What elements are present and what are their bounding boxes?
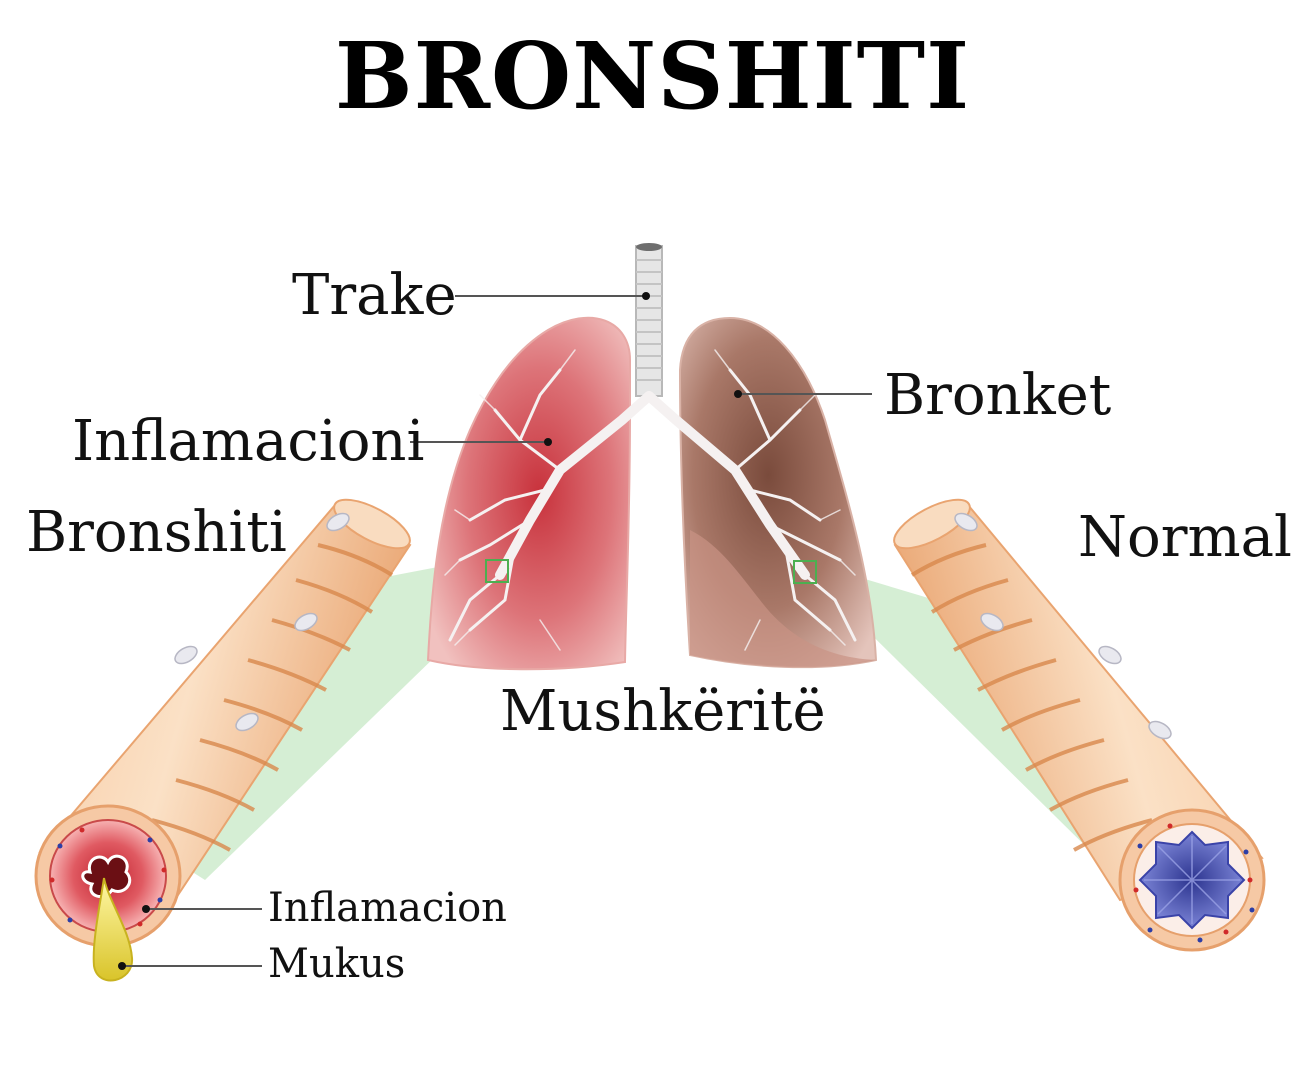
label-bronchi: Bronket <box>884 363 1112 428</box>
label-inflammation-lung: Inflamacioni <box>72 409 425 474</box>
label-lungs: Mushkëritë <box>500 679 826 744</box>
page-title: BRONSHITI <box>334 22 971 130</box>
leader-lines <box>122 295 872 967</box>
zoom-box-left <box>485 559 509 583</box>
normal-airway-icon <box>893 498 1266 952</box>
label-bronchitis: Bronshiti <box>26 500 287 565</box>
bronchial-tree <box>444 349 857 651</box>
label-inflammation-airway: Inflamacion <box>268 885 507 931</box>
leader-dots <box>118 292 742 970</box>
zoom-box-right <box>793 560 817 584</box>
trachea-icon <box>635 243 663 397</box>
mucus-drop-icon <box>92 877 134 982</box>
label-trachea: Trake <box>292 263 457 328</box>
label-normal: Normal <box>1078 505 1292 570</box>
healthy-lung-lobe <box>690 530 876 668</box>
label-mucus: Mukus <box>268 941 406 987</box>
inflamed-airway-icon <box>34 498 412 982</box>
